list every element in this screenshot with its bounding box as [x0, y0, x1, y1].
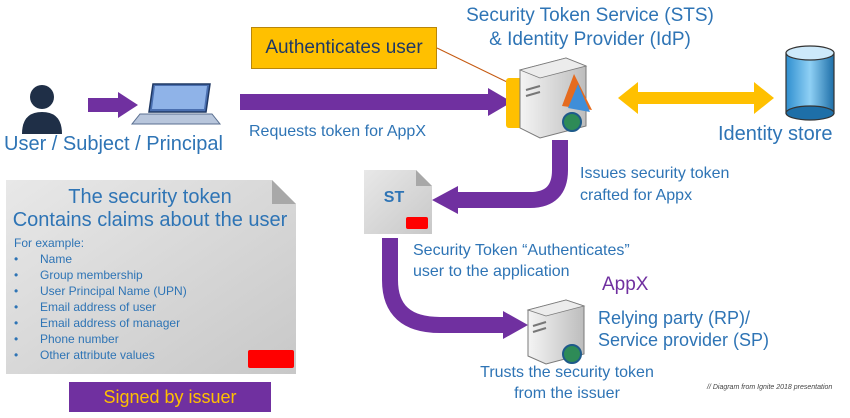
- issues-token-line2: crafted for Appx: [580, 187, 693, 204]
- trust-token-line2: from the issuer: [514, 385, 620, 402]
- sts-title-line2: & Identity Provider (IdP): [489, 29, 691, 50]
- token-authenticates-label: Security Token “Authenticates” user to t…: [413, 240, 630, 282]
- signed-by-issuer-box: Signed by issuer: [69, 382, 271, 412]
- sts-title: Security Token Service (STS) & Identity …: [440, 4, 740, 52]
- trust-token-line1: Trusts the security token: [480, 364, 654, 381]
- user-label: User / Subject / Principal: [4, 133, 223, 155]
- arrow-request-to-sts: [240, 88, 512, 116]
- token-authenticates-line2: user to the application: [413, 263, 570, 280]
- security-token-example-label: For example:: [14, 236, 85, 250]
- issues-token-label: Issues security token crafted for Appx: [580, 163, 729, 207]
- issues-token-line1: Issues security token: [580, 165, 730, 182]
- appx-label: AppX: [602, 274, 649, 295]
- token-document-icon: [364, 170, 432, 234]
- arrow-sts-to-token: [432, 140, 568, 214]
- request-token-label: Requests token for AppX: [249, 123, 426, 140]
- token-document-label: ST: [383, 189, 405, 206]
- arrow-sts-identity-store: [618, 82, 774, 114]
- claim-item: Name: [14, 251, 187, 267]
- arrow-user-to-laptop: [88, 92, 138, 118]
- claim-item: Phone number: [14, 331, 187, 347]
- appx-server-icon: [526, 299, 586, 365]
- identity-store-label: Identity store: [718, 123, 833, 145]
- laptop-icon: [130, 83, 222, 125]
- claim-item: Email address of manager: [14, 315, 187, 331]
- sts-title-line1: Security Token Service (STS): [466, 5, 714, 26]
- user-icon: [22, 85, 62, 134]
- security-token-subtitle: Contains claims about the user: [12, 209, 288, 231]
- claim-item: Group membership: [14, 267, 187, 283]
- sts-server-icon: [506, 57, 592, 139]
- authenticates-user-box: Authenticates user: [251, 27, 437, 69]
- claims-list: Name Group membership User Principal Nam…: [14, 251, 187, 363]
- database-icon: [785, 45, 835, 121]
- arrow-token-to-appx: [382, 238, 528, 339]
- credit-note: // Diagram from Ignite 2018 presentation: [707, 384, 833, 391]
- relying-party-label: Relying party (RP)/ Service provider (SP…: [598, 307, 769, 351]
- claim-item: User Principal Name (UPN): [14, 283, 187, 299]
- signature-mark: [248, 350, 294, 368]
- claim-item: Email address of user: [14, 299, 187, 315]
- trust-token-label: Trusts the security token from the issue…: [472, 362, 662, 404]
- claim-item: Other attribute values: [14, 347, 187, 363]
- token-authenticates-line1: Security Token “Authenticates”: [413, 242, 630, 259]
- security-token-title: The security token: [68, 186, 232, 208]
- relying-party-line1: Relying party (RP)/: [598, 308, 751, 328]
- relying-party-line2: Service provider (SP): [598, 330, 770, 350]
- auth-connector-line: [436, 47, 508, 83]
